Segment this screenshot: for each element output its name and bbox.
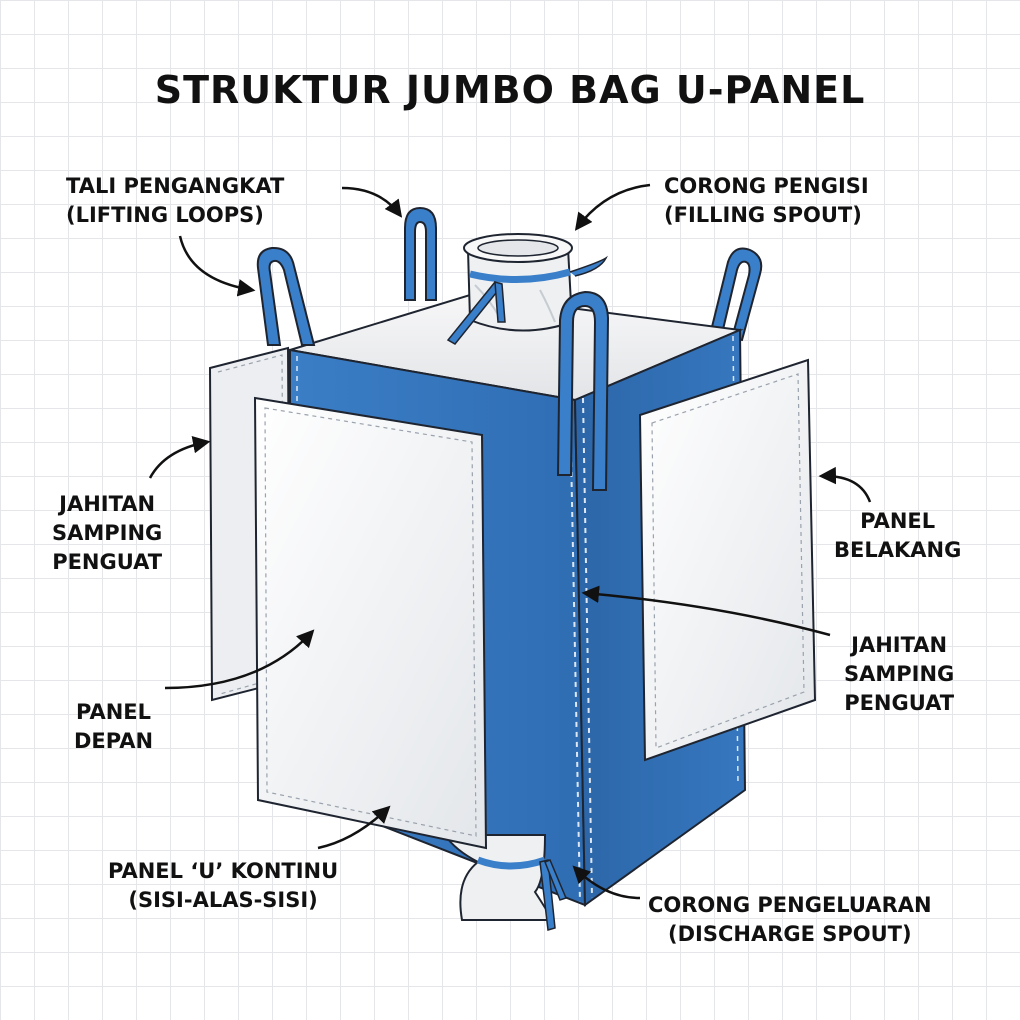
label-back-panel: PANEL BELAKANG: [834, 507, 961, 565]
label-line: TALI PENGANGKAT: [66, 174, 285, 198]
label-line: (LIFTING LOOPS): [66, 203, 264, 227]
label-filling-spout: CORONG PENGISI (FILLING SPOUT): [664, 172, 869, 230]
arrow-u-panel: [317, 805, 391, 850]
label-line: CORONG PENGELUARAN: [648, 893, 932, 917]
label-line: SAMPING: [844, 662, 955, 686]
label-line: (DISCHARGE SPOUT): [667, 922, 912, 946]
label-side-seam-right: JAHITAN SAMPING PENGUAT: [844, 631, 954, 718]
label-line: (FILLING SPOUT): [664, 203, 862, 227]
label-line: PANEL: [860, 509, 936, 533]
arrow-front-panel: [164, 629, 315, 690]
label-line: (SISI-ALAS-SISI): [128, 888, 318, 912]
label-line: JAHITAN: [59, 492, 156, 516]
label-line: CORONG PENGISI: [664, 174, 869, 198]
back-panel: [638, 358, 817, 762]
label-front-panel: PANEL DEPAN: [74, 698, 153, 756]
filling-spout: [446, 233, 608, 345]
lifting-loop-back-left: [404, 206, 437, 301]
discharge-spout: [443, 834, 568, 931]
label-line: SAMPING: [52, 521, 163, 545]
label-line: PANEL ‘U’ KONTINU: [108, 859, 339, 883]
lifting-loop-front-left: [256, 246, 316, 346]
arrow-side-seam-left: [148, 436, 211, 479]
label-line: PENGUAT: [844, 691, 955, 715]
arrow-side-seam-right: [581, 585, 831, 637]
label-discharge-spout: CORONG PENGELUARAN (DISCHARGE SPOUT): [648, 891, 932, 949]
lifting-loop-front-right: [556, 290, 610, 491]
label-line: PENGUAT: [52, 550, 163, 574]
arrow-lifting-loops: [178, 186, 403, 297]
front-panel: [253, 396, 488, 850]
label-line: DEPAN: [74, 729, 154, 753]
label-u-panel: PANEL ‘U’ KONTINU (SISI-ALAS-SISI): [108, 857, 338, 915]
label-lifting-loops: TALI PENGANGKAT (LIFTING LOOPS): [66, 172, 284, 230]
diagram-title: STRUKTUR JUMBO BAG U-PANEL: [154, 68, 866, 112]
label-line: JAHITAN: [851, 633, 948, 657]
label-line: PANEL: [76, 700, 152, 724]
arrow-back-panel: [818, 466, 872, 503]
arrow-discharge-spout: [572, 865, 641, 900]
label-line: BELAKANG: [834, 538, 962, 562]
arrow-filling-spout: [574, 183, 651, 231]
label-side-seam-left: JAHITAN SAMPING PENGUAT: [52, 490, 162, 577]
